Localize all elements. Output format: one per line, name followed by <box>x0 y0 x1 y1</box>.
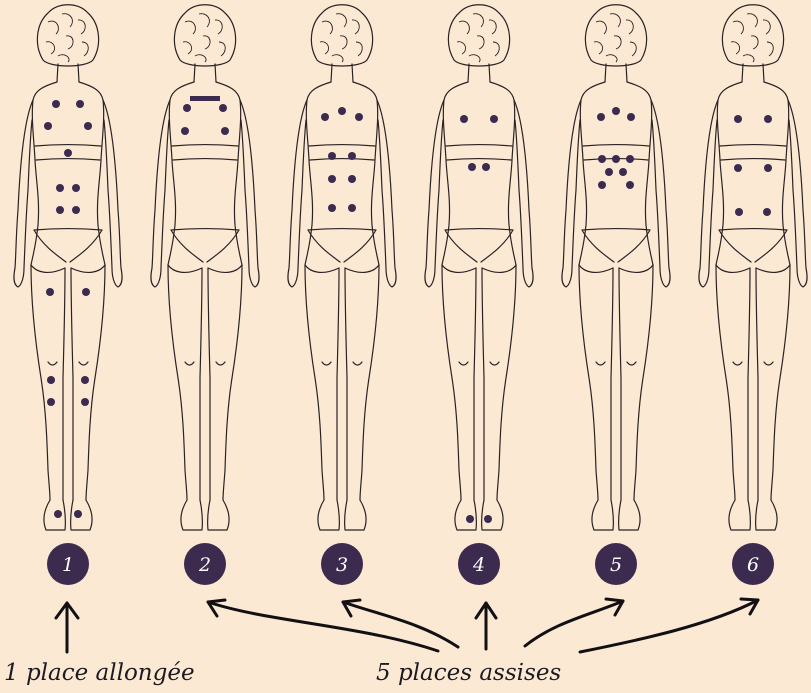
woman-back-figure <box>562 5 670 530</box>
treatment-point <box>338 107 346 115</box>
treatment-point <box>81 398 89 406</box>
treatment-point <box>597 113 605 121</box>
number-badge-label: 2 <box>198 554 211 576</box>
treatment-point <box>321 113 329 121</box>
woman-back-figure <box>151 5 259 530</box>
treatment-point <box>626 181 634 189</box>
treatment-point <box>460 115 468 123</box>
treatment-point <box>348 152 356 160</box>
figure-2: 2 <box>151 5 259 585</box>
treatment-point <box>56 206 64 214</box>
number-badge-label: 5 <box>610 554 622 576</box>
treatment-point <box>627 113 635 121</box>
treatment-point <box>735 208 743 216</box>
treatment-point <box>47 398 55 406</box>
treatment-point <box>598 155 606 163</box>
caption-lying: 1 place allongée <box>4 660 195 686</box>
figure-3: 3 <box>288 5 396 585</box>
treatment-point <box>219 104 227 112</box>
treatment-point <box>74 510 82 518</box>
treatment-point <box>183 104 191 112</box>
treatment-point <box>328 152 336 160</box>
figure-row: 1 2 3 4 5 6 <box>14 5 807 585</box>
treatment-point <box>764 115 772 123</box>
treatment-point <box>348 204 356 212</box>
treatment-point <box>598 181 606 189</box>
treatment-point <box>76 100 84 108</box>
treatment-point <box>734 164 742 172</box>
woman-back-figure <box>699 5 807 530</box>
woman-back-figure <box>288 5 396 530</box>
treatment-point <box>46 288 54 296</box>
figure-4: 4 <box>425 5 533 585</box>
treatment-point <box>626 155 634 163</box>
figure-5: 5 <box>562 5 670 585</box>
treatment-point <box>619 168 627 176</box>
treatment-point <box>72 206 80 214</box>
treatment-bar <box>190 96 220 101</box>
figure-6: 6 <box>699 5 807 585</box>
figure-1: 1 <box>14 5 122 585</box>
treatment-point <box>612 107 620 115</box>
arrow-up-4 <box>476 603 496 649</box>
treatment-point <box>466 515 474 523</box>
treatment-point <box>81 376 89 384</box>
treatment-point <box>468 163 476 171</box>
arrows <box>56 599 758 652</box>
treatment-point <box>44 122 52 130</box>
treatment-point <box>482 163 490 171</box>
treatment-point <box>328 204 336 212</box>
treatment-point <box>484 515 492 523</box>
number-badge-label: 4 <box>472 554 485 576</box>
treatment-point <box>355 113 363 121</box>
treatment-point <box>64 149 72 157</box>
treatment-point <box>328 175 336 183</box>
treatment-point <box>54 510 62 518</box>
treatment-point <box>348 175 356 183</box>
woman-back-figure <box>14 5 122 530</box>
treatment-point <box>734 115 742 123</box>
number-badge-label: 6 <box>747 554 759 576</box>
arrow-up-1 <box>56 603 78 652</box>
caption-seated: 5 places assises <box>376 660 561 686</box>
treatment-point <box>47 376 55 384</box>
treatment-point <box>72 184 80 192</box>
treatment-point <box>221 127 229 135</box>
arrow-curve-to-2 <box>208 600 438 651</box>
treatment-point <box>605 168 613 176</box>
treatment-point <box>82 288 90 296</box>
arrow-curve-to-5 <box>525 599 623 646</box>
treatment-point <box>84 122 92 130</box>
treatment-point <box>490 115 498 123</box>
number-badge-label: 3 <box>336 554 348 576</box>
treatment-point <box>612 155 620 163</box>
treatment-point <box>56 184 64 192</box>
woman-back-figure <box>425 5 533 530</box>
treatment-point <box>52 100 60 108</box>
treatment-point <box>764 164 772 172</box>
number-badge-label: 1 <box>62 554 74 576</box>
treatment-point <box>763 208 771 216</box>
treatment-point <box>181 127 189 135</box>
